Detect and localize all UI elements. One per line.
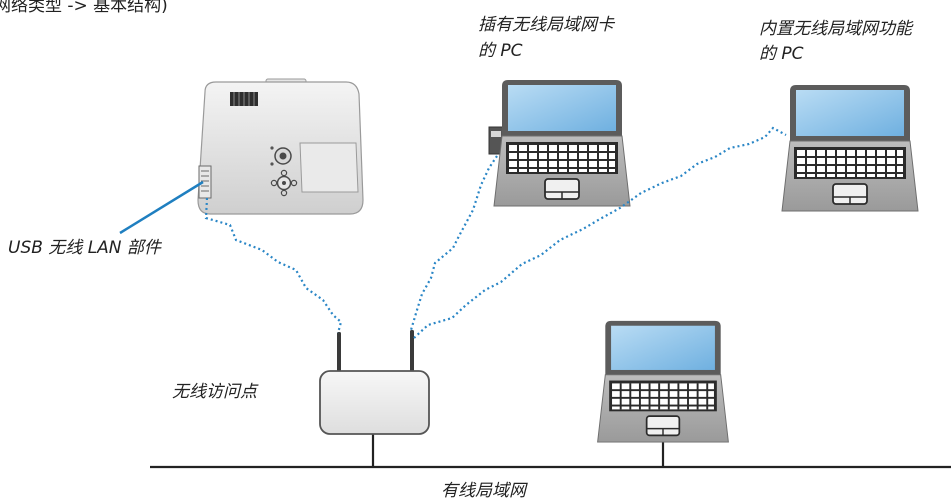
- laptop-with-card: [488, 79, 631, 207]
- access-point-icon: [319, 330, 430, 435]
- label-pc-with-card-line1: 插有无线局域网卡: [478, 15, 614, 35]
- usb-lan-pointer-line: [119, 180, 204, 235]
- label-usb-lan-unit: USB 无线 LAN 部件: [8, 238, 161, 258]
- label-pc-with-card-line2: 的 PC: [478, 41, 523, 61]
- laptop-builtin-wireless: [781, 84, 919, 212]
- laptop-wired: [596, 319, 730, 444]
- projector-icon: [197, 78, 364, 215]
- title-fragment: 网络类型 -> 基本结构): [0, 0, 168, 16]
- label-pc-builtin-line1: 内置无线局域网功能: [759, 19, 912, 39]
- wired-lan-cable: [150, 433, 951, 469]
- label-wired-lan: 有线局域网: [441, 481, 526, 501]
- label-access-point: 无线访问点: [172, 382, 257, 402]
- wireless-links: [204, 126, 787, 339]
- label-pc-builtin-line2: 的 PC: [759, 44, 804, 64]
